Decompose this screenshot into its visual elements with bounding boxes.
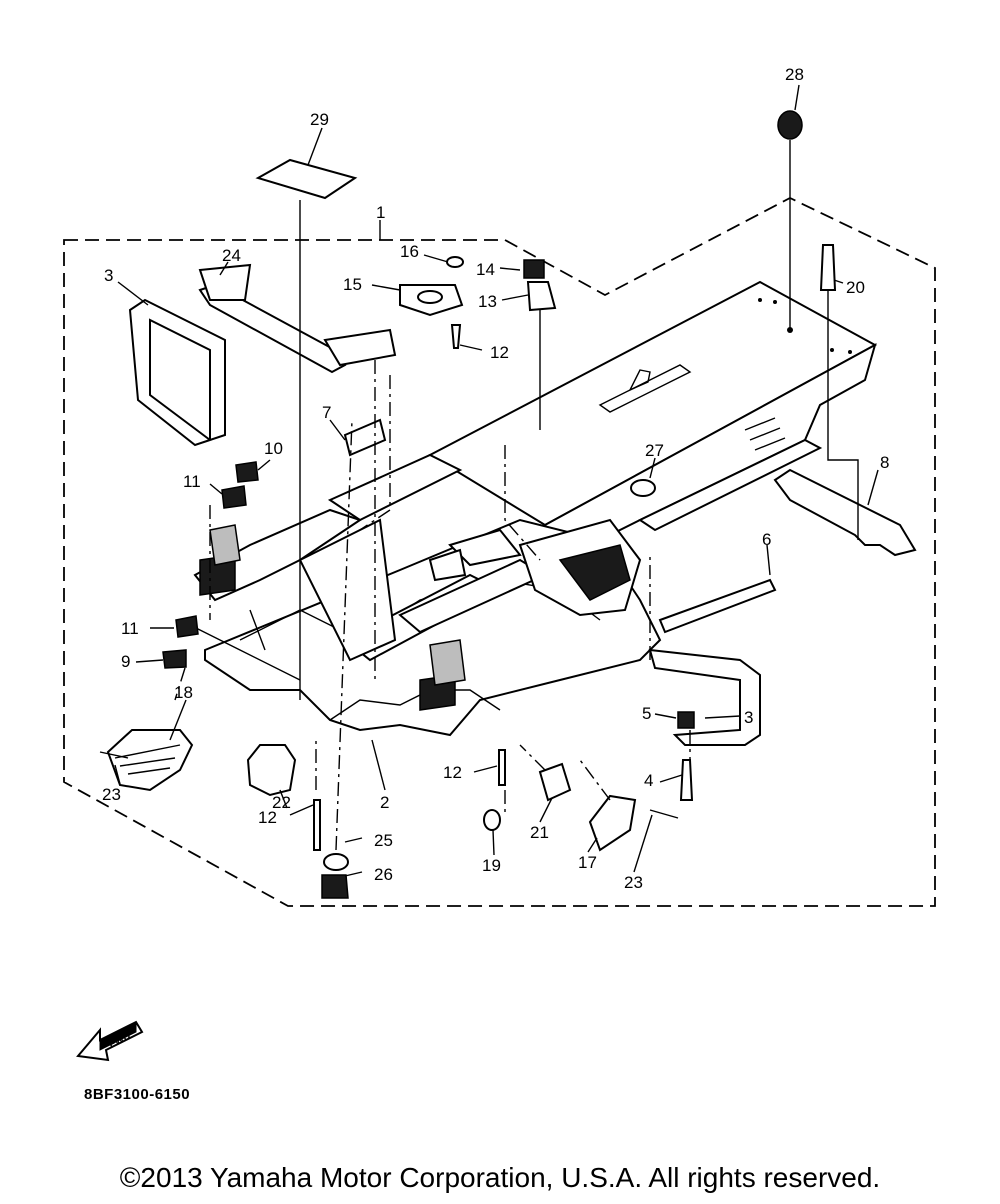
callout-14: 14 [476, 260, 495, 279]
callout-28: 28 [785, 65, 804, 84]
part-11-bushing-low [175, 615, 199, 638]
callout-19: 19 [482, 856, 501, 875]
part-20-pin [819, 244, 837, 291]
part-4-bolt [679, 759, 694, 801]
callout-22: 22 [272, 793, 291, 812]
part-26-nut [321, 874, 349, 899]
leader-lines [114, 84, 879, 877]
part-10-bushing [235, 461, 259, 483]
callout-3: 3 [104, 266, 113, 285]
callout-25: 25 [374, 831, 393, 850]
part-12-bolt-top [450, 324, 462, 349]
callout-18: 18 [174, 683, 193, 702]
bracket-8 [773, 468, 917, 557]
assembly-boundary [63, 196, 936, 907]
callout-20: 20 [846, 278, 865, 297]
part-29-pad [255, 158, 358, 200]
part-9-bushing [162, 649, 187, 669]
part-12-bolt-left [313, 799, 321, 851]
callout-11: 11 [121, 619, 139, 638]
callout-12: 12 [490, 343, 509, 362]
part-11-bushing-top [221, 485, 247, 509]
part-18-boot [106, 729, 194, 792]
part-5-nut [677, 711, 695, 729]
callout-24: 24 [222, 246, 241, 265]
callout-12: 12 [258, 808, 277, 827]
part-21-plate [538, 762, 572, 802]
part-27-cap [630, 479, 656, 497]
fwd-arrow-icon: FWD [76, 1020, 144, 1062]
part-16-washer [446, 256, 464, 268]
callout-4: 4 [644, 771, 653, 790]
callout-2: 2 [380, 793, 389, 812]
callout-12: 12 [443, 763, 462, 782]
callout-15: 15 [343, 275, 362, 294]
callout-9: 9 [121, 652, 130, 671]
bumper-rear [648, 648, 761, 746]
callout-21: 21 [530, 823, 549, 842]
callout-5: 5 [642, 704, 651, 723]
callout-26: 26 [374, 865, 393, 884]
part-23-screw-left [99, 751, 129, 759]
callout-6: 6 [762, 530, 771, 549]
bumper-front [128, 298, 226, 447]
callout-13: 13 [478, 292, 497, 311]
callout-17: 17 [578, 853, 597, 872]
callout-29: 29 [310, 110, 329, 129]
part-12-bolt-mid [498, 749, 506, 786]
callout-10: 10 [264, 439, 283, 458]
part-19-washer [483, 809, 501, 831]
callout-7: 7 [322, 403, 331, 422]
part-23-screw-right [649, 809, 679, 819]
callout-11: 11 [183, 472, 201, 491]
rail-6 [658, 578, 777, 634]
part-22-plate [246, 744, 297, 797]
callout-27: 27 [645, 441, 664, 460]
callout-16: 16 [400, 242, 419, 261]
callout-labels: 1 2 3 3 4 5 6 7 8 9 10 11 11 12 12 12 12… [102, 65, 889, 892]
callout-23: 23 [624, 873, 643, 892]
callout-23: 23 [102, 785, 121, 804]
part-13-bracket [526, 281, 557, 312]
part-28-cap [777, 110, 803, 140]
callout-1: 1 [376, 203, 385, 222]
part-25-spacer [323, 853, 349, 871]
part-17-plate [588, 794, 637, 852]
front-suspension [179, 453, 642, 711]
part-14-nut [523, 259, 545, 279]
callout-8: 8 [880, 453, 889, 472]
copyright-notice: ©2013 Yamaha Motor Corporation, U.S.A. A… [119, 1162, 881, 1193]
frame-rail [637, 438, 823, 532]
callout-3: 3 [744, 708, 753, 727]
diagram-code: 8BF3100-6150 [84, 1086, 191, 1103]
